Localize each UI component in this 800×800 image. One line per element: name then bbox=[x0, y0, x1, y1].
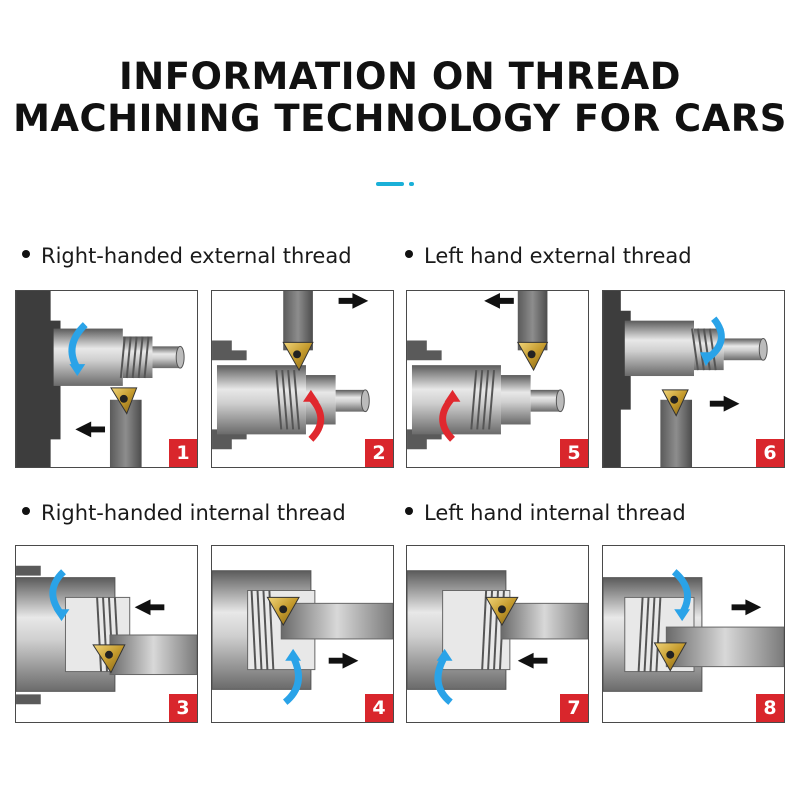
page-title-line-2: MACHINING TECHNOLOGY FOR CARS bbox=[13, 97, 787, 140]
diagram-panel-4: 4 bbox=[211, 545, 394, 723]
panel-number-badge: 2 bbox=[365, 439, 393, 467]
panel-number-badge: 3 bbox=[169, 694, 197, 722]
accent-dot bbox=[409, 182, 414, 186]
panel-number-badge: 4 bbox=[365, 694, 393, 722]
section-label-rh-internal: Right-handed internal thread bbox=[22, 501, 346, 525]
section-label-lh-internal: Left hand internal thread bbox=[405, 501, 686, 525]
diagram-panel-7: 7 bbox=[406, 545, 589, 723]
page-title-line-1: INFORMATION ON THREAD bbox=[119, 55, 681, 98]
bullet-icon bbox=[22, 507, 30, 515]
bullet-icon bbox=[405, 507, 413, 515]
bullet-icon bbox=[22, 250, 30, 258]
bullet-icon bbox=[405, 250, 413, 258]
diagram-panel-5: 5 bbox=[406, 290, 589, 468]
panel-number-badge: 5 bbox=[560, 439, 588, 467]
diagram-panel-3: 3 bbox=[15, 545, 198, 723]
diagram-panel-8: 8 bbox=[602, 545, 785, 723]
panel-number-badge: 1 bbox=[169, 439, 197, 467]
panel-number-badge: 7 bbox=[560, 694, 588, 722]
section-label-rh-external: Right-handed external thread bbox=[22, 244, 352, 268]
diagram-panel-6: 6 bbox=[602, 290, 785, 468]
diagram-panel-2: 2 bbox=[211, 290, 394, 468]
section-label-lh-external: Left hand external thread bbox=[405, 244, 692, 268]
panel-number-badge: 6 bbox=[756, 439, 784, 467]
accent-bar bbox=[376, 182, 404, 186]
panel-number-badge: 8 bbox=[756, 694, 784, 722]
diagram-panel-1: 1 bbox=[15, 290, 198, 468]
